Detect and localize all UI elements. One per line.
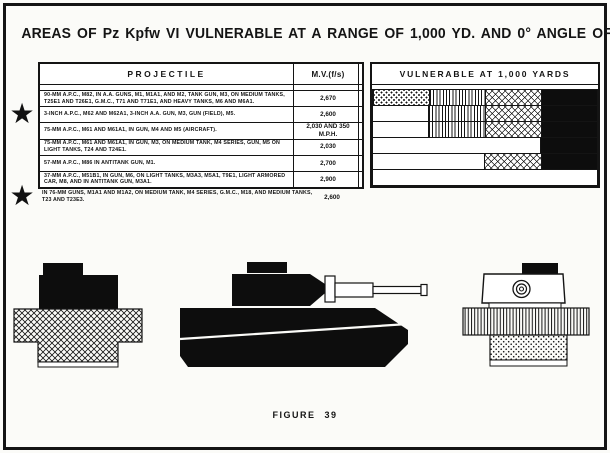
footnote-projectile: IN 76-MM GUNS, M1A1 AND M1A2, ON MEDIUM … [42, 190, 313, 204]
front-cupola [43, 263, 83, 276]
projectile-row: 75-MM A.P.C., M61 AND M61A1, IN GUN, M4 … [40, 123, 362, 140]
table-header-row: PROJECTILE M.V.(f/s) [40, 64, 362, 85]
black-pattern-cell [541, 90, 597, 105]
front-hull-bottom-strip [37, 361, 119, 368]
chart-bands [372, 89, 598, 186]
star-icon: ★ [9, 180, 35, 211]
vulnerability-band [372, 137, 598, 154]
dotted-pattern-cell [373, 90, 429, 105]
empty-cell [373, 170, 429, 185]
side-gun-sleeve [334, 282, 374, 298]
empty-cell [429, 154, 485, 169]
tank-rear-view-diagram [462, 263, 590, 367]
tank-side-view-diagram [180, 262, 428, 367]
projectile-cell: 75-MM A.P.C., M61 AND M61A1, IN GUN, M4 … [40, 123, 294, 139]
figure-caption: FIGURE 39 [272, 410, 338, 420]
side-cupola [247, 262, 287, 273]
col-header-projectile: PROJECTILE [40, 64, 294, 84]
rear-lower-hull-dotted [489, 334, 568, 361]
vertical-pattern-cell [428, 106, 485, 121]
mv-column-double-rule [358, 62, 359, 188]
crosshatch-pattern-cell [484, 106, 541, 121]
projectile-cell: 37-MM A.P.C., M51B1, IN GUN, M6, ON LIGH… [40, 171, 294, 188]
empty-cell [485, 170, 541, 185]
footnote-mv: 2,600 [324, 194, 340, 201]
vulnerability-band [372, 169, 598, 186]
mv-cell: 2,670 [320, 94, 336, 102]
vulnerability-chart: VULNERABLE AT 1,000 YARDS [370, 62, 600, 188]
projectile-cell: 3-INCH A.P.C., M62 AND M62A1, 3-INCH A.A… [40, 107, 294, 123]
empty-cell [485, 138, 541, 153]
vertical-pattern-cell [429, 90, 485, 105]
crosshatch-pattern-cell [484, 122, 541, 137]
vulnerability-band [372, 153, 598, 170]
table-spacer-row [40, 85, 362, 91]
projectile-cell: 57-MM A.P.C., M86 IN ANTITANK GUN, M1. [40, 155, 294, 171]
table-body: 90-MM A.P.C., M82, IN A.A. GUNS, M1, M1A… [40, 91, 362, 188]
projectile-cell: 90-MM A.P.C., M82, IN A.A. GUNS, M1, M1A… [40, 91, 294, 107]
black-pattern-cell [540, 154, 597, 169]
projectile-row: 90-MM A.P.C., M82, IN A.A. GUNS, M1, M1A… [40, 91, 362, 108]
black-pattern-cell [540, 106, 597, 121]
front-hull-crosshatch [13, 308, 143, 363]
side-gun-barrel [372, 285, 422, 295]
rear-bottom-strip [489, 359, 568, 367]
front-turret [39, 275, 118, 309]
vulnerability-band [372, 105, 598, 122]
projectile-row: 37-MM A.P.C., M51B1, IN GUN, M6, ON LIGH… [40, 171, 362, 188]
side-hull [180, 308, 408, 367]
crosshatch-pattern-cell [484, 154, 541, 169]
projectile-table: PROJECTILE M.V.(f/s) 90-MM A.P.C., M82, … [38, 62, 364, 189]
side-turret [232, 274, 331, 306]
black-pattern-cell [540, 122, 597, 137]
projectile-row: 57-MM A.P.C., M86 IN ANTITANK GUN, M1. 2,… [40, 155, 362, 172]
projectile-row: 75-MM A.P.C., M61 AND M61A1, IN GUN, M3,… [40, 139, 362, 156]
empty-cell [541, 170, 597, 185]
rear-turret-port-mid [515, 283, 528, 295]
chart-header: VULNERABLE AT 1,000 YARDS [372, 64, 598, 85]
black-pattern-cell [540, 138, 597, 153]
vertical-pattern-cell [428, 122, 485, 137]
star-icon: ★ [9, 98, 35, 129]
empty-cell [373, 154, 429, 169]
rear-upper-hull-vertical-lines [462, 307, 590, 336]
mv-cell: 2,030 [320, 143, 336, 151]
mv-cell: 2,700 [320, 159, 336, 167]
empty-cell [373, 122, 428, 137]
rear-cupola [522, 263, 558, 274]
empty-cell [429, 138, 485, 153]
vulnerability-band [372, 89, 598, 106]
crosshatch-pattern-cell [485, 90, 541, 105]
rear-turret-port-outer [512, 279, 531, 299]
tank-front-view-diagram [13, 263, 143, 368]
side-gun-mantlet [324, 275, 336, 303]
rear-turret-port-inner [518, 286, 525, 292]
projectile-row: 3-INCH A.P.C., M62 AND M62A1, 3-INCH A.A… [40, 107, 362, 124]
mv-cell: 2,900 [320, 175, 336, 183]
projectile-cell: 75-MM A.P.C., M61 AND M61A1, IN GUN, M3,… [40, 139, 294, 155]
mv-cell: 2,030 AND 350 M.P.H. [306, 123, 350, 138]
empty-cell [429, 170, 485, 185]
empty-cell [373, 138, 429, 153]
figure-border [3, 3, 607, 450]
empty-cell [373, 106, 428, 121]
side-gun-muzzle [420, 283, 428, 297]
rear-turret-ring [488, 302, 562, 309]
figure-title: AREAS OF Pz Kpfw VI VULNERABLE AT A RANG… [21, 25, 610, 42]
col-header-mv: M.V.(f/s) [311, 69, 345, 79]
side-hull-track-line [180, 322, 409, 341]
vulnerability-band [372, 121, 598, 138]
mv-cell: 2,600 [320, 110, 336, 118]
